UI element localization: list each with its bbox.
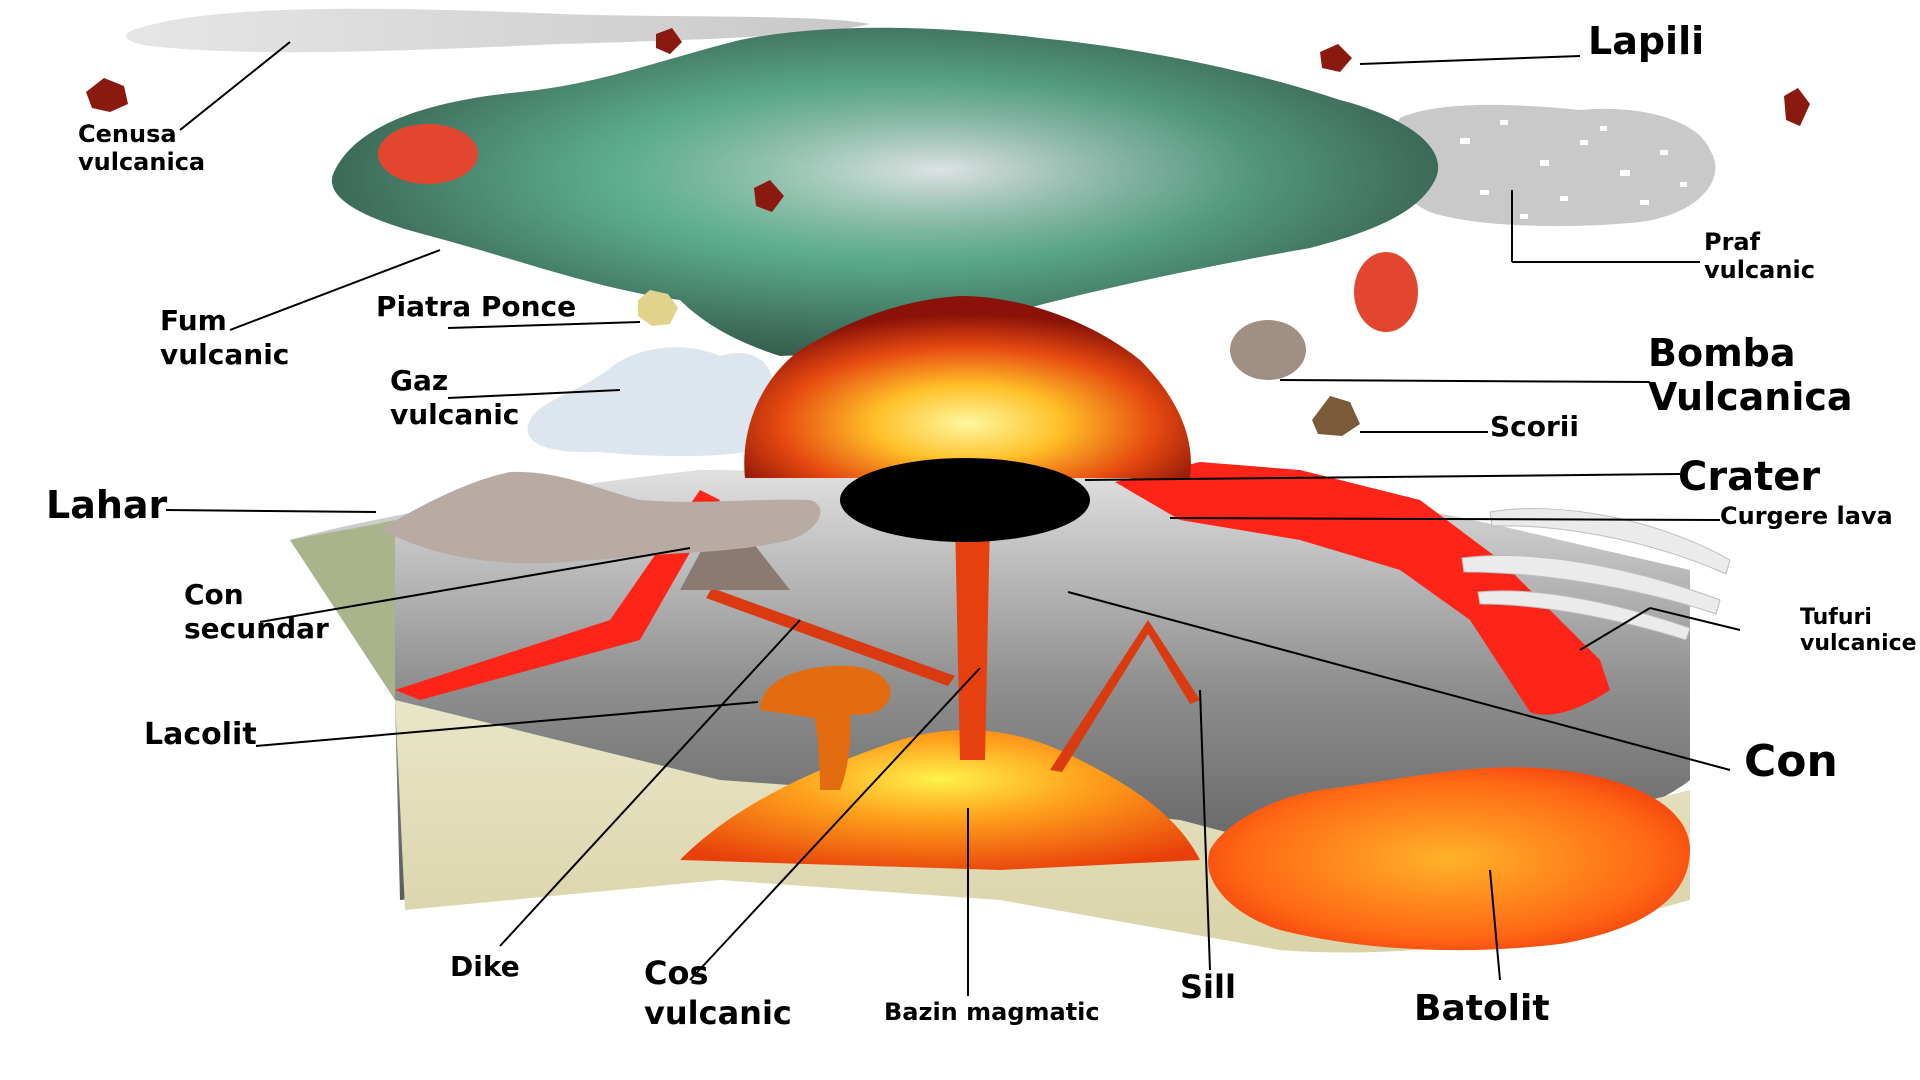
- pumice-stone: [638, 290, 678, 326]
- scoria-stone: [1312, 396, 1360, 436]
- secondary-cone: [680, 520, 790, 590]
- label-curgere-lava: Curgere lava: [1720, 502, 1893, 530]
- laccolith-shape: [760, 665, 891, 790]
- rock-fragments: [86, 28, 1810, 212]
- label-cos-2: vulcanic: [644, 994, 792, 1032]
- volcanic-bomb-brown: [1230, 320, 1306, 380]
- batholith-shape: [1208, 767, 1690, 951]
- sill-shape: [1050, 620, 1200, 772]
- label-sill: Sill: [1180, 968, 1236, 1006]
- label-lapili: Lapili: [1588, 19, 1704, 63]
- ash-plume: [126, 8, 871, 53]
- label-batolit: Batolit: [1414, 988, 1550, 1029]
- label-dike: Dike: [450, 950, 520, 983]
- label-crater: Crater: [1678, 454, 1820, 500]
- crater-opening: [840, 458, 1090, 542]
- label-scorii: Scorii: [1490, 410, 1579, 443]
- lahar-mudflow: [380, 471, 821, 564]
- gas-cloud: [527, 347, 778, 457]
- label-lahar: Lahar: [46, 483, 168, 527]
- volcanic-bomb-red-2: [1354, 252, 1418, 332]
- label-fum-2: vulcanic: [160, 338, 289, 371]
- label-gaz-2: vulcanic: [390, 398, 519, 431]
- label-bomba-1: Bomba: [1648, 331, 1796, 375]
- magma-basin: [680, 729, 1200, 870]
- eruption-dome: [744, 296, 1191, 478]
- label-praf-2: vulcanic: [1704, 256, 1815, 284]
- leader-lines: [165, 41, 1741, 996]
- cloud-core: [620, 80, 1260, 260]
- lava-flow-right: [1115, 462, 1610, 715]
- label-praf-1: Praf: [1704, 228, 1761, 256]
- label-gaz-1: Gaz: [390, 364, 448, 397]
- dust-cloud: [1390, 104, 1716, 227]
- label-con: Con: [1744, 736, 1838, 787]
- label-cenusa-2: vulcanica: [78, 148, 205, 176]
- label-tufuri-1: Tufuri: [1800, 605, 1872, 630]
- label-cos-1: Cos: [644, 954, 709, 992]
- label-tufuri-2: vulcanice: [1800, 631, 1917, 656]
- dust-particles: [1460, 120, 1687, 219]
- conduit: [955, 520, 990, 760]
- label-con-secundar-1: Con: [184, 578, 244, 611]
- ground-top: [290, 520, 395, 700]
- label-piatra-ponce: Piatra Ponce: [376, 290, 576, 323]
- label-con-secundar-2: secundar: [184, 612, 329, 645]
- volcanic-bomb-red: [378, 124, 478, 184]
- tuff-layers: [1461, 508, 1731, 641]
- label-lacolit: Lacolit: [144, 717, 257, 752]
- label-fum-1: Fum: [160, 304, 227, 337]
- dike-shape: [706, 588, 955, 686]
- label-bazin-magmatic: Bazin magmatic: [884, 998, 1100, 1026]
- label-bomba-2: Vulcanica: [1648, 375, 1853, 419]
- label-cenusa-1: Cenusa: [78, 120, 177, 148]
